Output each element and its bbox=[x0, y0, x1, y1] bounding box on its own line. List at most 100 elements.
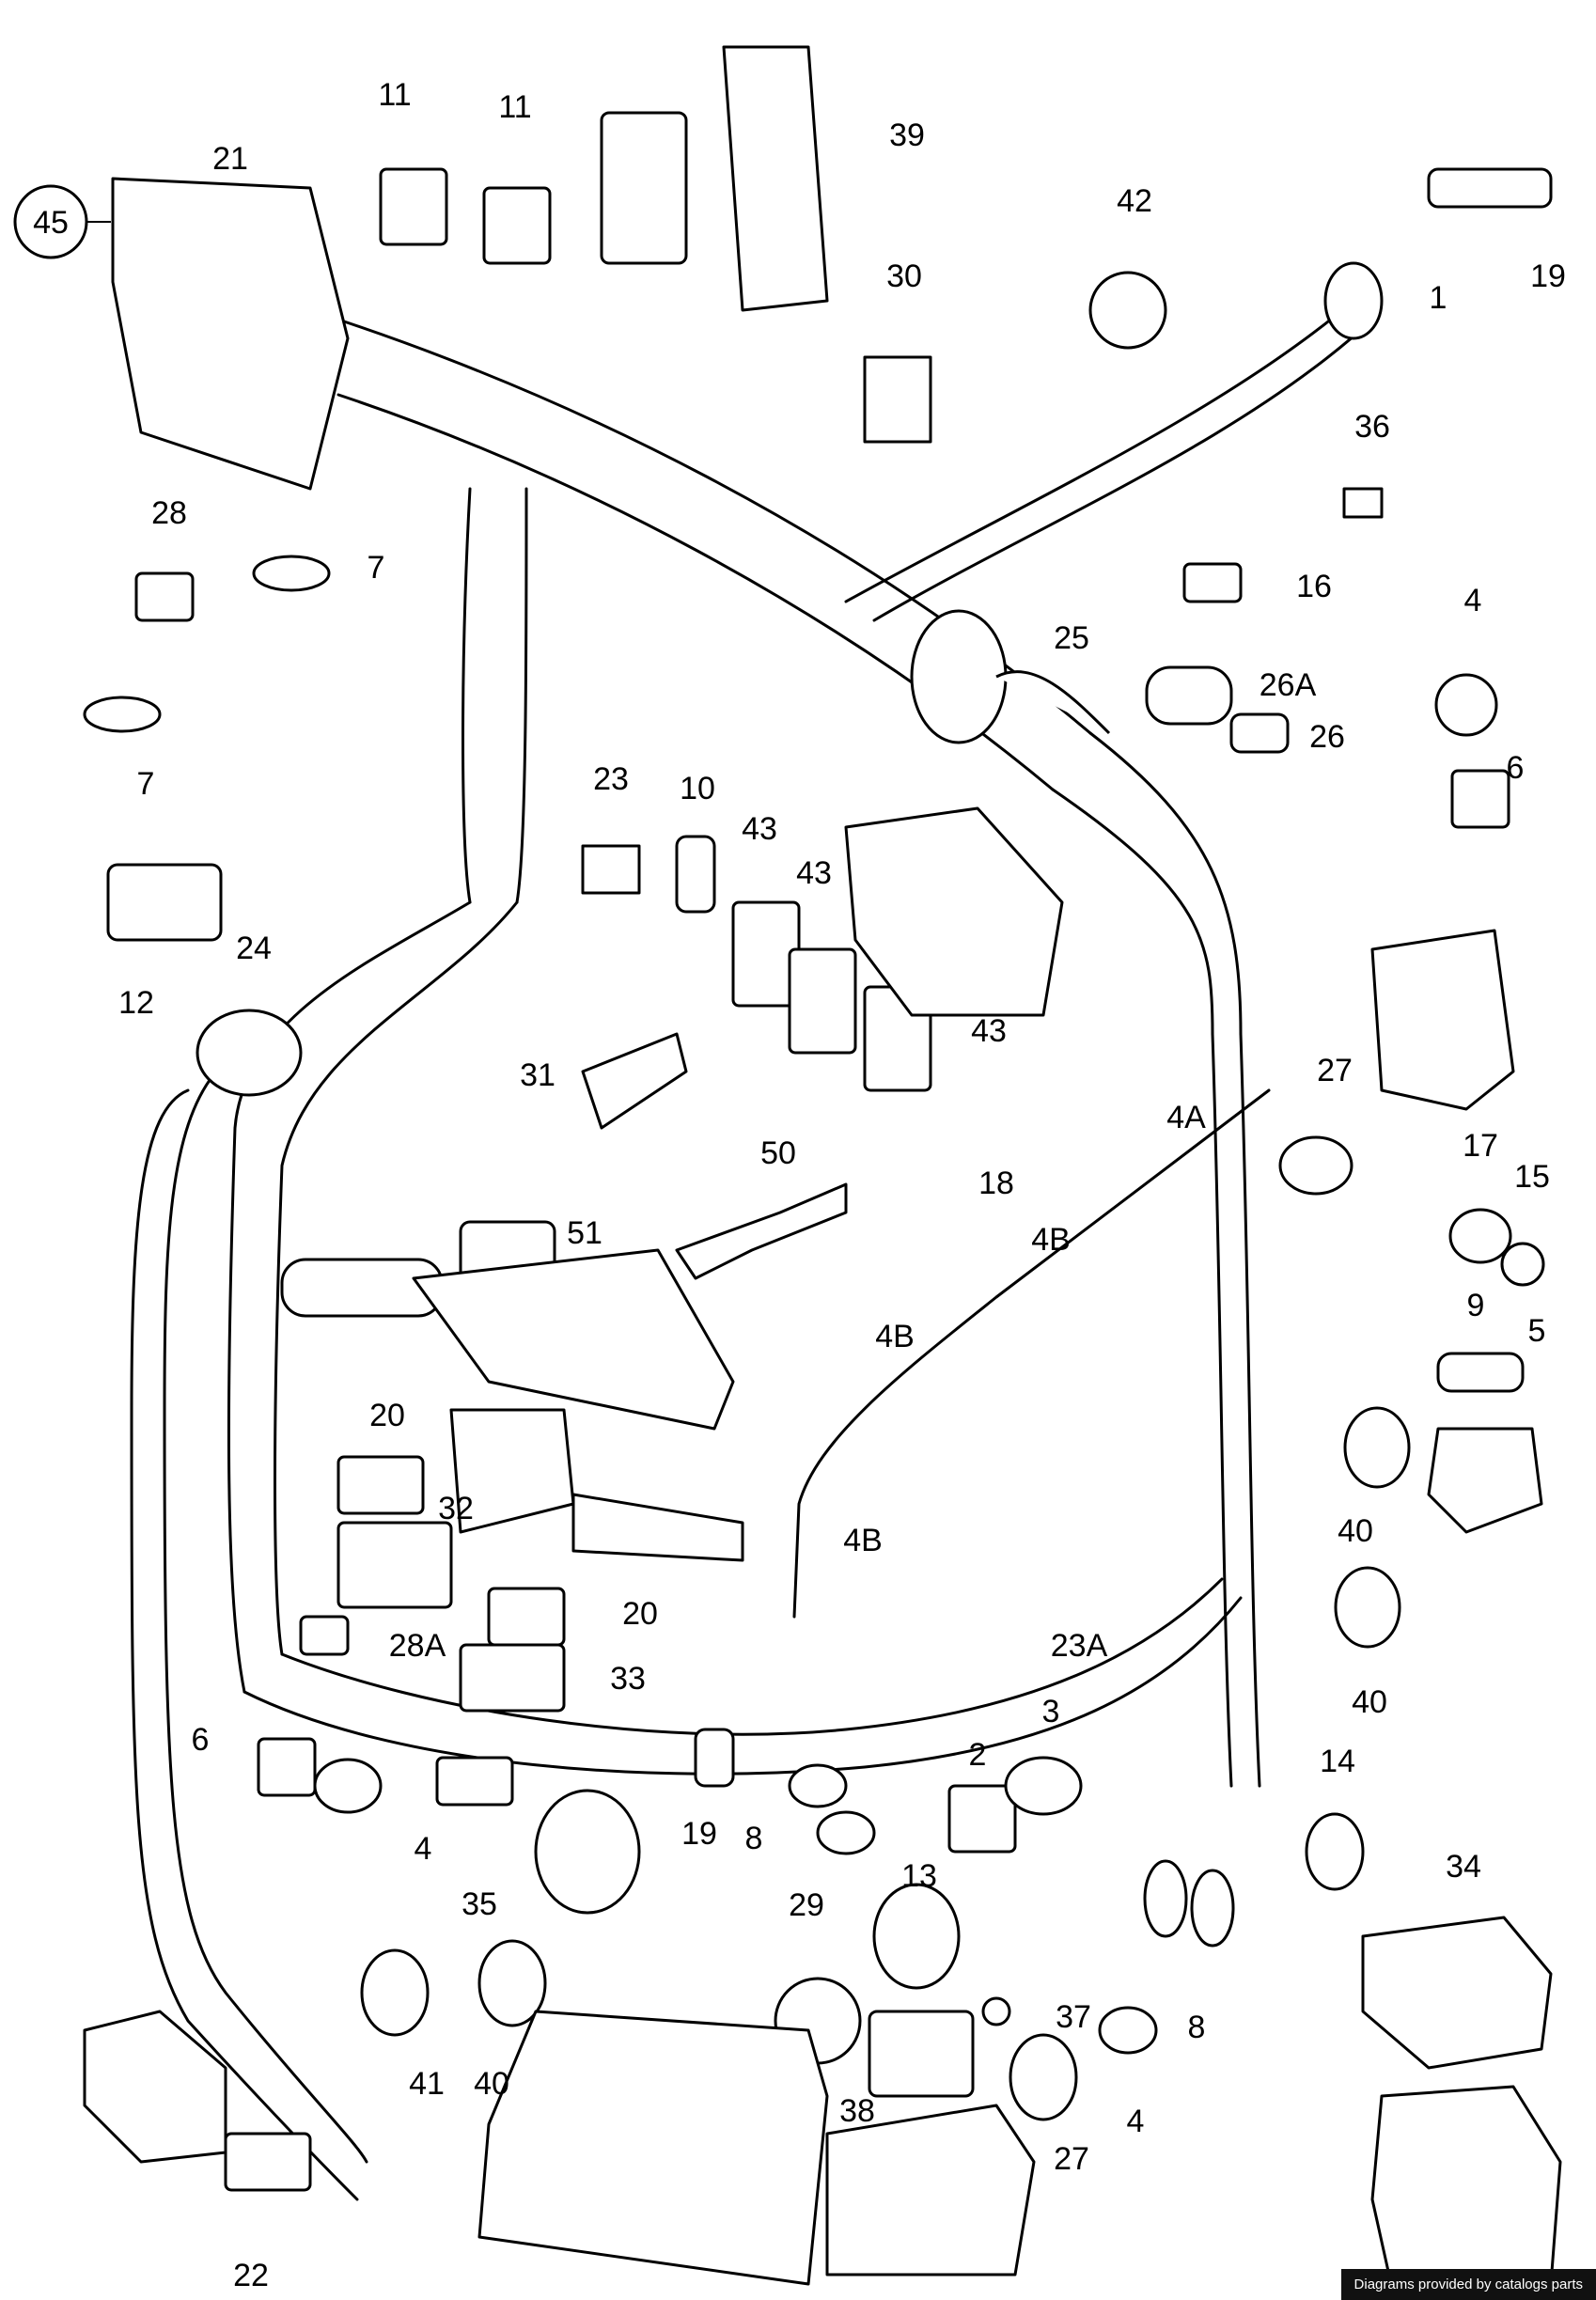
sensor-19 bbox=[1427, 167, 1553, 209]
credit-footer: Diagrams provided by catalogs parts bbox=[1340, 2269, 1596, 2300]
callout-6b: 6 bbox=[192, 1722, 210, 1758]
cap-8b bbox=[816, 1810, 876, 1855]
callout-12: 12 bbox=[118, 985, 154, 1021]
callout-8b: 8 bbox=[1188, 2010, 1206, 2045]
callout-17: 17 bbox=[1463, 1128, 1498, 1164]
bracket bbox=[844, 806, 1064, 1017]
callout-1: 1 bbox=[1430, 280, 1447, 316]
relay-plate-21 bbox=[111, 177, 350, 491]
socket-27b bbox=[1009, 2033, 1078, 2121]
switch-34 bbox=[1361, 1916, 1553, 2070]
callout-32: 32 bbox=[438, 1491, 474, 1526]
plug-42 bbox=[1088, 271, 1167, 350]
control-box bbox=[600, 111, 688, 265]
callout-19a: 19 bbox=[1530, 258, 1566, 294]
headlamp bbox=[477, 2010, 829, 2286]
sensor-10 bbox=[675, 835, 716, 914]
callout-8a: 8 bbox=[745, 1821, 763, 1856]
callout-19b: 19 bbox=[681, 1816, 717, 1852]
actuator bbox=[1370, 929, 1515, 1111]
callout-36: 36 bbox=[1354, 409, 1390, 445]
callout-18: 18 bbox=[978, 1166, 1014, 1201]
callout-35: 35 bbox=[462, 1886, 497, 1922]
callout-28A: 28A bbox=[389, 1628, 446, 1664]
socket-40a bbox=[1343, 1406, 1411, 1489]
callout-27b: 27 bbox=[1054, 2141, 1089, 2177]
sleeve-26A bbox=[1145, 665, 1233, 726]
callout-33: 33 bbox=[610, 1661, 646, 1697]
connector-33 bbox=[459, 1643, 566, 1713]
bracket-50 bbox=[675, 1182, 848, 1280]
connector-38 bbox=[868, 2010, 975, 2098]
grommet-25 bbox=[910, 609, 1008, 744]
callout-4b: 4 bbox=[415, 1831, 432, 1867]
callout-22: 22 bbox=[233, 2258, 269, 2293]
connector-6 bbox=[1450, 769, 1510, 829]
socket-27a bbox=[1278, 1135, 1353, 1196]
callout-6a: 6 bbox=[1507, 750, 1525, 786]
callout-20a: 20 bbox=[369, 1398, 405, 1433]
lamp-holder bbox=[581, 1032, 688, 1130]
callout-11a: 11 bbox=[378, 77, 411, 113]
callout-23a: 23 bbox=[593, 761, 629, 797]
callout-40a: 40 bbox=[1338, 1513, 1373, 1549]
callout-4c: 4 bbox=[1127, 2104, 1145, 2139]
sensor-19b bbox=[694, 1728, 735, 1788]
callout-4Bc: 4B bbox=[843, 1523, 883, 1558]
callout-37: 37 bbox=[1056, 1999, 1091, 2035]
callout-23A: 23A bbox=[1051, 1628, 1108, 1664]
callout-40c: 40 bbox=[474, 2066, 509, 2102]
socket-41 bbox=[360, 1948, 430, 2037]
boot-14 bbox=[1305, 1812, 1365, 1891]
callout-34: 34 bbox=[1446, 1849, 1481, 1885]
callout-9: 9 bbox=[1467, 1288, 1485, 1323]
grommet-24 bbox=[196, 1009, 303, 1097]
connector-39 bbox=[722, 45, 829, 312]
callout-27a: 27 bbox=[1317, 1053, 1353, 1088]
callout-24: 24 bbox=[236, 931, 272, 966]
callout-28: 28 bbox=[151, 495, 187, 531]
group-badge-label: 45 bbox=[33, 205, 69, 241]
cap-8a bbox=[788, 1763, 848, 1808]
connector-30 bbox=[863, 355, 932, 444]
callout-3: 3 bbox=[1042, 1694, 1060, 1729]
connector-28A bbox=[299, 1615, 350, 1656]
connector-23 bbox=[581, 844, 641, 895]
washer-pump bbox=[83, 2010, 227, 2164]
cap-8d bbox=[1190, 1869, 1235, 1948]
plug-37 bbox=[981, 1996, 1011, 2026]
socket-3 bbox=[1004, 1756, 1083, 1816]
callout-29: 29 bbox=[789, 1887, 824, 1923]
callout-51: 51 bbox=[567, 1215, 602, 1251]
connector-43b bbox=[788, 947, 857, 1055]
connector-32 bbox=[336, 1521, 453, 1609]
callout-30: 30 bbox=[886, 258, 922, 294]
group-badge: 45 bbox=[13, 184, 111, 259]
callout-10: 10 bbox=[680, 771, 715, 806]
socket-4 bbox=[1434, 673, 1498, 737]
callout-26: 26 bbox=[1309, 719, 1345, 755]
socket-4b bbox=[313, 1758, 383, 1814]
grommet-13 bbox=[872, 1883, 961, 1990]
callout-20b: 20 bbox=[622, 1596, 658, 1632]
connector-2 bbox=[947, 1784, 1017, 1854]
callout-31: 31 bbox=[520, 1057, 555, 1093]
callout-43a: 43 bbox=[742, 811, 777, 847]
callout-15: 15 bbox=[1514, 1159, 1550, 1195]
sensor-7b bbox=[83, 696, 162, 733]
cap-8c bbox=[1143, 1859, 1188, 1938]
connector-36 bbox=[1342, 487, 1384, 519]
corner-lamp bbox=[825, 2104, 1036, 2277]
socket-4c bbox=[1098, 2006, 1158, 2055]
callout-4A: 4A bbox=[1166, 1100, 1206, 1135]
connector-35 bbox=[435, 1756, 514, 1807]
callout-38: 38 bbox=[839, 2093, 875, 2129]
connector-20a bbox=[336, 1455, 425, 1515]
callout-39: 39 bbox=[889, 117, 925, 153]
connector-20b bbox=[487, 1587, 566, 1647]
socket-40c bbox=[477, 1939, 547, 2027]
callout-42: 42 bbox=[1117, 183, 1152, 219]
